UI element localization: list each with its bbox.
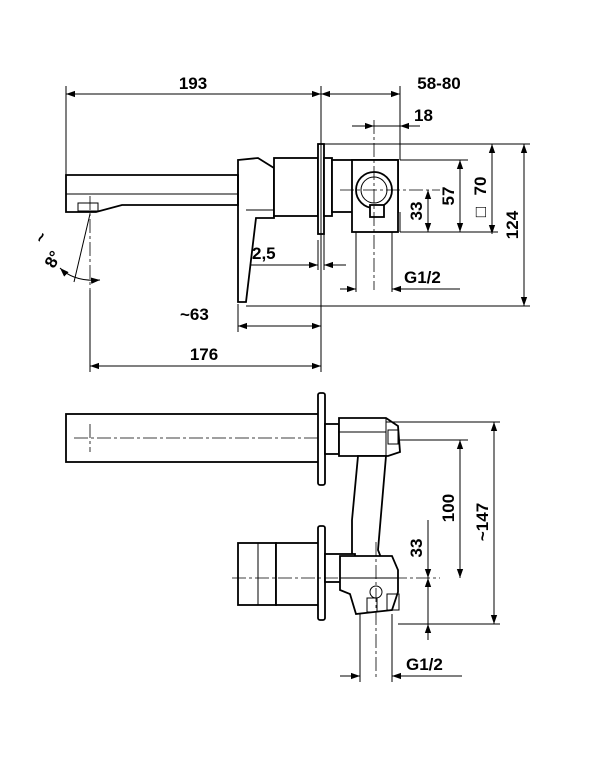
dim-label-18: 18 [414, 106, 433, 125]
front-valve-box [324, 553, 400, 615]
dim-label-70: 70 [471, 177, 490, 196]
angle-approx-symbol: ~ [30, 229, 51, 247]
dim-label-193: 193 [179, 74, 207, 93]
front-spout-plate [317, 392, 326, 486]
concealed-box [331, 159, 399, 233]
front-view: 100 ~147 33 G1/2 [65, 392, 500, 682]
front-extension-lines [359, 421, 500, 682]
dim-label-angle: 8° [41, 248, 66, 271]
side-view: 193 58-80 18 70 □ 57 33 124 2,5 G1/2 ~63 [30, 74, 530, 372]
dim-label-100: 100 [439, 494, 458, 522]
square-symbol: □ [471, 207, 490, 217]
mixer-body [273, 157, 319, 217]
angle-indicator: 8° ~ [30, 213, 101, 284]
dim-label-2-5: 2,5 [252, 244, 276, 263]
wall-plate [317, 143, 333, 235]
extension-lines [65, 86, 530, 372]
spout-outline [65, 174, 239, 213]
front-valve-plate [317, 525, 326, 621]
front-valve-handle [237, 542, 321, 606]
lever-handle [237, 157, 275, 303]
dim-label-57: 57 [439, 187, 458, 206]
dim-label-58-80: 58-80 [417, 74, 460, 93]
front-connecting-pipe [351, 455, 387, 561]
dim-label-124: 124 [503, 210, 522, 239]
dim-label-33-bottom: 33 [407, 539, 426, 558]
dim-label-g12-side: G1/2 [404, 268, 441, 287]
dim-label-176: 176 [190, 345, 218, 364]
dim-label-147: ~147 [473, 503, 492, 541]
dim-label-g12-front: G1/2 [406, 655, 443, 674]
dim-label-63: ~63 [180, 305, 209, 324]
front-spout-adapter [324, 417, 401, 457]
dim-label-33-top: 33 [407, 202, 426, 221]
